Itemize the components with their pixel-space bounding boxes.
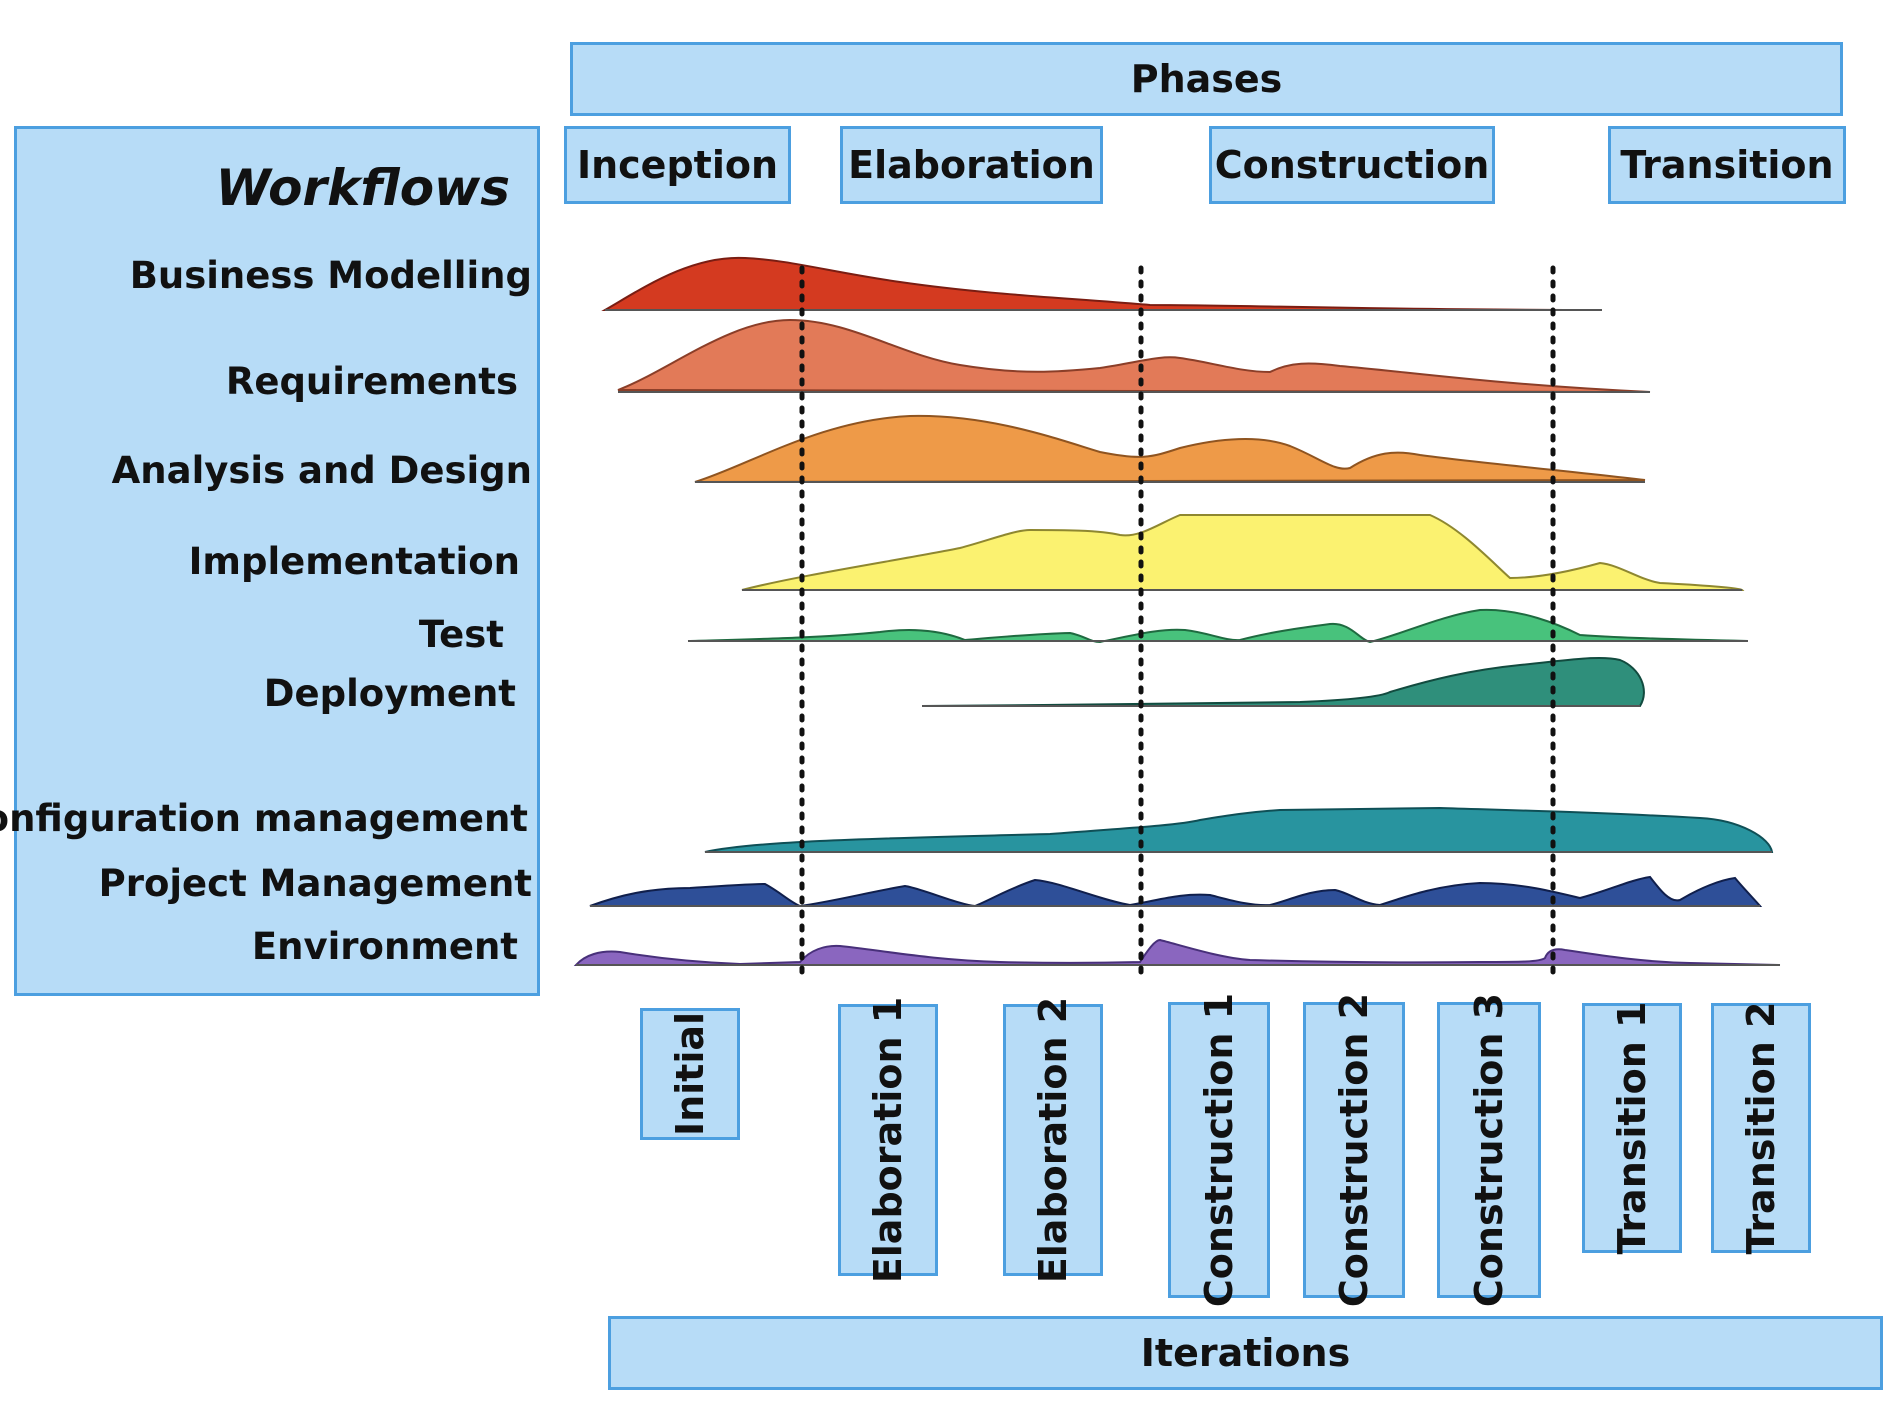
hump-configuration-management-area — [704, 806, 1774, 853]
iteration-transition-1: Transition 1 — [1582, 1001, 1682, 1255]
hump-project-management-area — [589, 875, 1763, 908]
iteration-transition-2-label: Transition 2 — [1739, 1001, 1783, 1255]
hump-environment-area — [573, 938, 1781, 966]
phase-transition-label: Transition — [1620, 143, 1834, 187]
phase-transition: Transition — [1608, 126, 1846, 204]
phase-elaboration-label: Elaboration — [848, 143, 1095, 187]
phase-inception-label: Inception — [576, 143, 779, 187]
iteration-transition-2: Transition 2 — [1711, 1001, 1811, 1255]
workflow-label-test: Test — [418, 613, 504, 656]
iteration-construction-3: Construction 3 — [1437, 993, 1541, 1307]
hump-implementation — [741, 514, 1745, 591]
hump-deployment — [921, 656, 1645, 707]
phase-inception: Inception — [564, 126, 791, 204]
hump-analysis-and-design-area — [694, 414, 1646, 483]
iterations-footer: Iterations — [608, 1316, 1883, 1390]
phase-dividers — [799, 265, 1556, 983]
workflow-label-requirements: Requirements — [225, 360, 518, 403]
workflows-panel — [14, 126, 540, 996]
workflows-title: Workflows — [215, 158, 510, 217]
workflow-label-implementation: Implementation — [188, 540, 520, 583]
hump-baselines — [576, 309, 1780, 966]
hump-requirements — [617, 318, 1651, 393]
iteration-elaboration-2: Elaboration 2 — [1003, 997, 1103, 1283]
workflow-label-analysis-and-design: Analysis and Design — [111, 449, 532, 492]
iteration-initial: Initial — [640, 1008, 740, 1140]
iteration-construction-1-label: Construction 1 — [1197, 992, 1241, 1308]
workflow-label-deployment: Deployment — [263, 672, 516, 715]
hump-test — [687, 608, 1749, 644]
hump-configuration-management — [704, 806, 1774, 853]
iterations-footer-label: Iterations — [1140, 1331, 1351, 1375]
iteration-initial-label: Initial — [668, 1011, 712, 1137]
hump-environment — [573, 938, 1781, 966]
hump-business-modelling — [601, 256, 1603, 311]
hump-project-management — [589, 875, 1763, 908]
workflow-label-environment: Environment — [251, 925, 518, 968]
iteration-construction-2-label: Construction 2 — [1332, 992, 1376, 1308]
workflow-label-business-modelling: Business Modelling — [129, 254, 532, 297]
iteration-transition-1-label: Transition 1 — [1610, 1001, 1654, 1255]
hump-requirements-area — [617, 318, 1651, 393]
hump-analysis-and-design — [694, 414, 1646, 483]
iteration-elaboration-1-label: Elaboration 1 — [866, 996, 910, 1284]
workflow-label-configuration-management: Configuration management — [0, 797, 528, 840]
phase-construction: Construction — [1209, 126, 1495, 204]
hump-test-area — [687, 608, 1749, 644]
iteration-construction-1: Construction 1 — [1168, 993, 1270, 1307]
iteration-elaboration-2-label: Elaboration 2 — [1031, 996, 1075, 1284]
phase-construction-label: Construction — [1214, 143, 1490, 187]
hump-business-modelling-area — [601, 256, 1603, 311]
hump-implementation-area — [741, 514, 1745, 591]
phases-header: Phases — [570, 42, 1843, 116]
hump-deployment-area — [921, 656, 1645, 707]
phases-header-label: Phases — [1130, 57, 1283, 101]
iteration-construction-2: Construction 2 — [1303, 993, 1405, 1307]
iteration-elaboration-1: Elaboration 1 — [838, 997, 938, 1283]
phase-elaboration: Elaboration — [840, 126, 1103, 204]
workflow-label-project-management: Project Management — [98, 862, 532, 905]
iteration-construction-3-label: Construction 3 — [1467, 992, 1511, 1308]
